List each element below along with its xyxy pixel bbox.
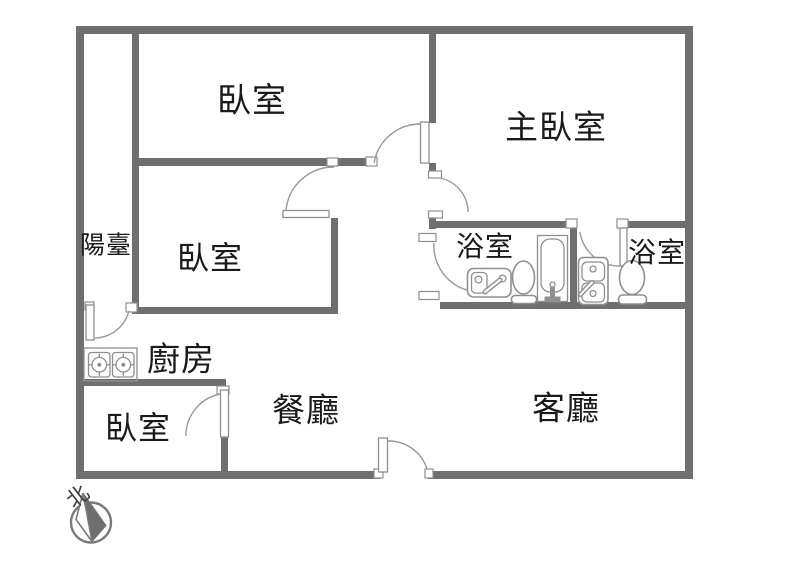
door-arc xyxy=(579,231,621,267)
toilet-icon xyxy=(510,260,538,305)
wall-segment xyxy=(429,26,436,123)
door-frame xyxy=(418,290,440,301)
door-arc xyxy=(94,310,130,339)
wall-segment xyxy=(132,26,139,313)
door-frame xyxy=(125,302,138,313)
wall-segment xyxy=(428,471,693,479)
toilet-icon xyxy=(617,259,648,305)
door-leaf xyxy=(619,227,628,267)
door-arc xyxy=(433,242,472,292)
door-frame xyxy=(365,156,378,167)
walls xyxy=(76,26,693,479)
wall-segment xyxy=(429,212,436,229)
wall-segment xyxy=(440,302,693,309)
door-arc xyxy=(439,177,469,213)
stove-icon xyxy=(83,347,138,382)
wall-segment xyxy=(338,158,372,166)
wall-segment xyxy=(76,471,380,479)
door-leaf xyxy=(282,209,330,219)
door-arc xyxy=(387,440,428,470)
wall-segment xyxy=(76,26,84,479)
wall-segment xyxy=(221,437,228,471)
door-leaf xyxy=(85,304,95,341)
door-frame xyxy=(427,210,444,219)
wall-segment xyxy=(570,221,577,308)
door-frame xyxy=(427,170,443,179)
wall-segment xyxy=(627,221,693,228)
door-frame xyxy=(418,232,437,243)
wall-segment xyxy=(76,26,693,34)
sink-icon xyxy=(577,256,609,306)
stove-burner xyxy=(87,351,111,378)
wall-segment xyxy=(429,221,570,228)
door-leaf xyxy=(219,389,230,438)
stove-body xyxy=(83,347,138,382)
door-arc xyxy=(285,166,335,211)
wall-segment xyxy=(132,307,338,314)
vanity-sink-icon xyxy=(466,267,512,298)
wall-segment xyxy=(132,158,328,166)
stove-burner xyxy=(111,351,135,378)
door-leaf xyxy=(419,121,430,164)
wall-segment xyxy=(84,379,226,386)
door-leaf xyxy=(377,437,389,473)
door-arc xyxy=(185,393,222,437)
door-frame xyxy=(565,218,578,229)
door-frame xyxy=(424,468,434,479)
door-frame xyxy=(326,157,339,167)
wall-segment xyxy=(685,26,693,479)
bathtub-icon xyxy=(536,234,569,303)
door-frame xyxy=(616,218,629,229)
compass-icon xyxy=(69,492,113,544)
doors xyxy=(84,121,629,479)
wall-segment xyxy=(331,218,338,314)
door-arc xyxy=(373,123,422,164)
